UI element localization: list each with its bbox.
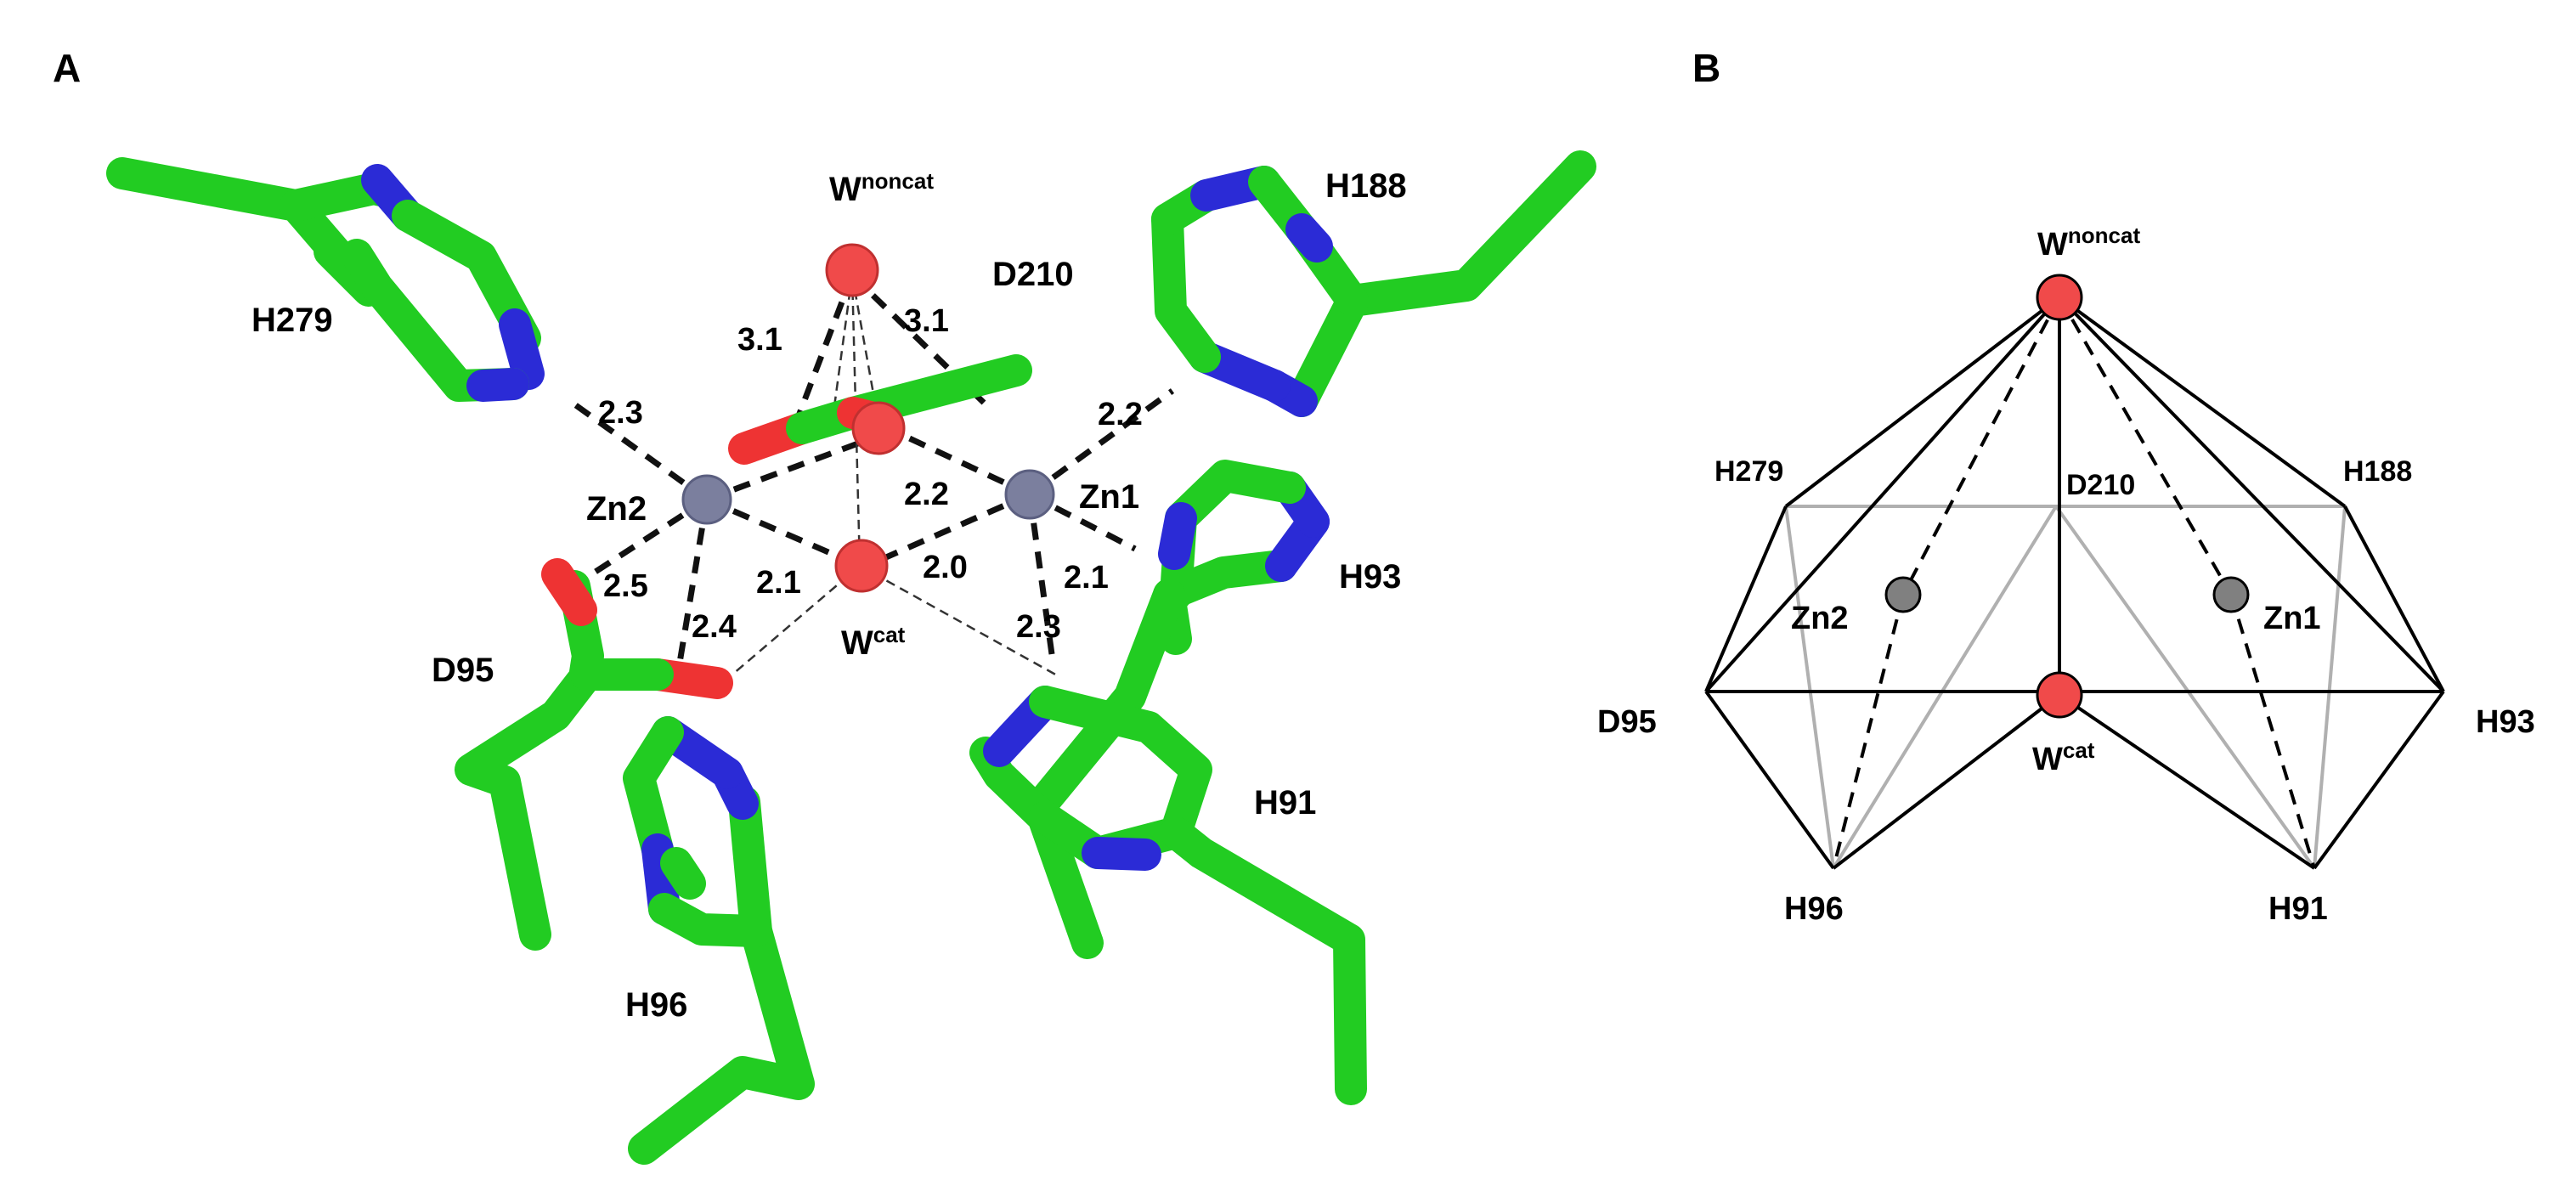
zn2-atom <box>681 474 732 525</box>
label-h96: H96 <box>625 986 687 1024</box>
contact-wnoncat-wcat-b <box>850 274 882 432</box>
label-zn2: Zn2 <box>586 490 647 528</box>
schematic-label-h93: H93 <box>2476 704 2535 740</box>
schematic-label-h279: H279 <box>1715 455 1783 488</box>
contact-wcat-h91 <box>859 564 1059 678</box>
d210-oxygen-atom <box>851 401 906 455</box>
distance-labels: 3.1 3.1 2.3 2.2 2.2 2.5 2.1 2.0 2.1 2.4 … <box>598 303 1143 645</box>
distance-2-1-right: 2.1 <box>1064 560 1109 596</box>
schematic-front-edges <box>1704 296 2445 870</box>
bond-zn1-h188 <box>1027 388 1175 497</box>
schematic-labels: Wnoncat H279 D210 H188 Zn2 Zn1 D95 H93 W… <box>1597 223 2535 927</box>
residue-h96 <box>623 716 815 1165</box>
residue-d95 <box>455 558 733 951</box>
schematic-atoms <box>1884 274 2250 719</box>
wnoncat-sup: noncat <box>861 168 935 194</box>
distance-2-0: 2.0 <box>923 550 968 585</box>
label-h93: H93 <box>1339 558 1401 596</box>
residue-h188 <box>1151 150 1596 417</box>
wnoncat-base: W <box>829 171 861 208</box>
bond-zn2-d95a <box>585 497 709 580</box>
label-h188: H188 <box>1325 167 1407 205</box>
schematic-label-zn2: Zn2 <box>1791 601 1849 636</box>
schematic-zn1-atom <box>2212 576 2250 613</box>
schematic-label-wcat: Wcat <box>2032 737 2095 777</box>
distance-2-3-top: 2.3 <box>598 395 643 431</box>
panel-a: A <box>53 46 1596 1165</box>
bond-zn1-d210 <box>901 432 1031 498</box>
schematic-label-zn1: Zn1 <box>2263 601 2321 636</box>
bond-zn1-wcat <box>865 491 1031 569</box>
schematic-label-d210: D210 <box>2066 469 2135 501</box>
distance-2-1-left: 2.1 <box>756 565 801 601</box>
wnoncat-atom <box>825 243 879 297</box>
residue-h93 <box>1029 460 1330 816</box>
distance-3-1-left: 3.1 <box>737 322 782 358</box>
schematic-dashed-axes <box>1832 296 2316 869</box>
distance-2-2-mid: 2.2 <box>904 477 949 512</box>
distance-2-2-right: 2.2 <box>1098 397 1143 432</box>
label-d95: D95 <box>432 652 494 689</box>
residue-h91 <box>969 686 1367 1105</box>
bond-zn2-d210 <box>705 435 873 503</box>
schematic-wcat-base: W <box>2032 742 2063 777</box>
label-d210: D210 <box>992 256 1074 293</box>
label-zn1: Zn1 <box>1079 478 1139 516</box>
bond-zn1-h93 <box>1028 491 1137 552</box>
zn1-atom <box>1004 469 1055 520</box>
coordination-bonds <box>565 273 1175 663</box>
label-wcat: Wcat <box>841 622 906 662</box>
schematic-label-h91: H91 <box>2268 891 2328 927</box>
schematic-wcat-sup: cat <box>2063 737 2095 763</box>
schematic-zn2-atom <box>1884 576 1922 613</box>
distance-2-4: 2.4 <box>692 609 737 645</box>
distance-2-3-bottom: 2.3 <box>1016 609 1061 645</box>
schematic-label-d95: D95 <box>1597 704 1657 740</box>
wcat-base: W <box>841 624 873 662</box>
contact-wcat-d95 <box>732 565 861 675</box>
panel-b: B <box>1597 46 2535 927</box>
schematic-label-h96: H96 <box>1784 891 1844 927</box>
schematic-wnoncat-base: W <box>2037 227 2068 263</box>
schematic-label-h188: H188 <box>2343 455 2412 488</box>
schematic-wnoncat-sup: noncat <box>2068 223 2141 248</box>
residue-sticks <box>106 150 1596 1165</box>
wcat-atom <box>834 539 889 593</box>
wcat-sup: cat <box>873 622 906 647</box>
label-h91: H91 <box>1254 784 1316 822</box>
panel-a-label: A <box>53 46 81 90</box>
residue-labels: H279 H188 D210 H93 D95 H96 H91 Zn2 Zn1 W… <box>251 167 1407 1024</box>
schematic-back-edges <box>1784 505 2347 870</box>
schematic-label-wnoncat: Wnoncat <box>2037 223 2140 263</box>
label-h279: H279 <box>251 302 333 339</box>
distance-2-5: 2.5 <box>603 568 648 604</box>
schematic-wcat-atom <box>2036 671 2083 719</box>
label-wnoncat: Wnoncat <box>829 168 934 208</box>
panel-b-label: B <box>1692 46 1720 90</box>
distance-3-1-right: 3.1 <box>904 303 949 339</box>
residue-h279 <box>106 157 545 402</box>
atoms <box>681 243 1055 593</box>
schematic-wnoncat-atom <box>2036 274 2083 321</box>
